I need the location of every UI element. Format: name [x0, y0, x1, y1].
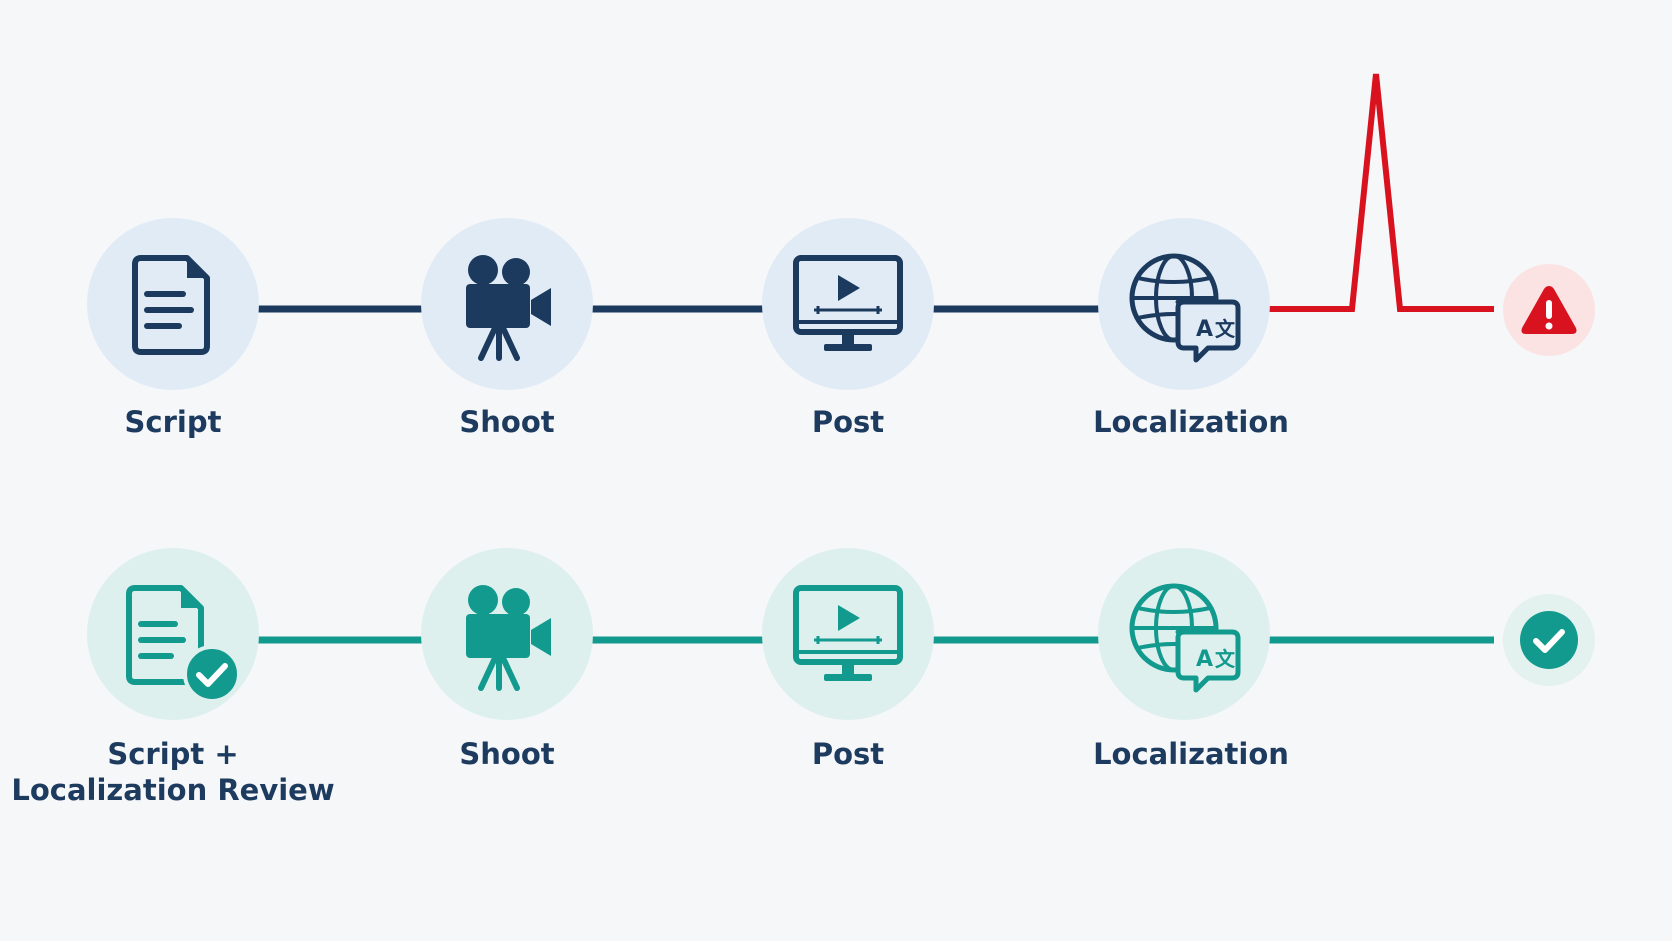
- stage-label: Post: [811, 405, 885, 439]
- stage-label: Localization: [1093, 405, 1289, 439]
- failure-spike-line: [1264, 73, 1494, 312]
- stage-post: [762, 218, 934, 390]
- svg-text:A: A: [1196, 317, 1213, 342]
- stage-shoot: [421, 218, 593, 390]
- stage-post: [762, 548, 934, 720]
- warning-badge: [1519, 280, 1579, 340]
- document-icon: [132, 255, 210, 355]
- stage-label: Localization: [1093, 737, 1289, 771]
- stage-localization: A 文: [1098, 548, 1270, 720]
- stage-shoot: [421, 548, 593, 720]
- film-camera-icon: [466, 585, 551, 691]
- video-editing-monitor-icon: [793, 255, 903, 351]
- svg-text:A: A: [1196, 647, 1213, 672]
- globe-translate-icon: A 文: [1129, 583, 1241, 693]
- svg-text:文: 文: [1215, 317, 1236, 341]
- stage-localization: A 文: [1098, 218, 1270, 390]
- success-badge: [1519, 610, 1579, 670]
- video-editing-monitor-icon: [793, 585, 903, 681]
- warning-triangle-icon: [1521, 286, 1577, 334]
- svg-text:文: 文: [1215, 647, 1236, 671]
- stage-label: Script: [124, 405, 222, 439]
- stage-script: [87, 218, 259, 390]
- checkmark-icon: [1520, 611, 1578, 669]
- globe-translate-icon: A 文: [1129, 253, 1241, 363]
- document-check-icon: [126, 585, 241, 703]
- film-camera-icon: [466, 255, 551, 361]
- stage-label: Script + Localization Review: [11, 737, 335, 807]
- stage-script-localization-review: [87, 548, 259, 720]
- stage-label: Shoot: [459, 737, 555, 771]
- stage-label: Post: [811, 737, 885, 771]
- top-row-connectors: [254, 73, 1494, 313]
- stage-label: Shoot: [459, 405, 555, 439]
